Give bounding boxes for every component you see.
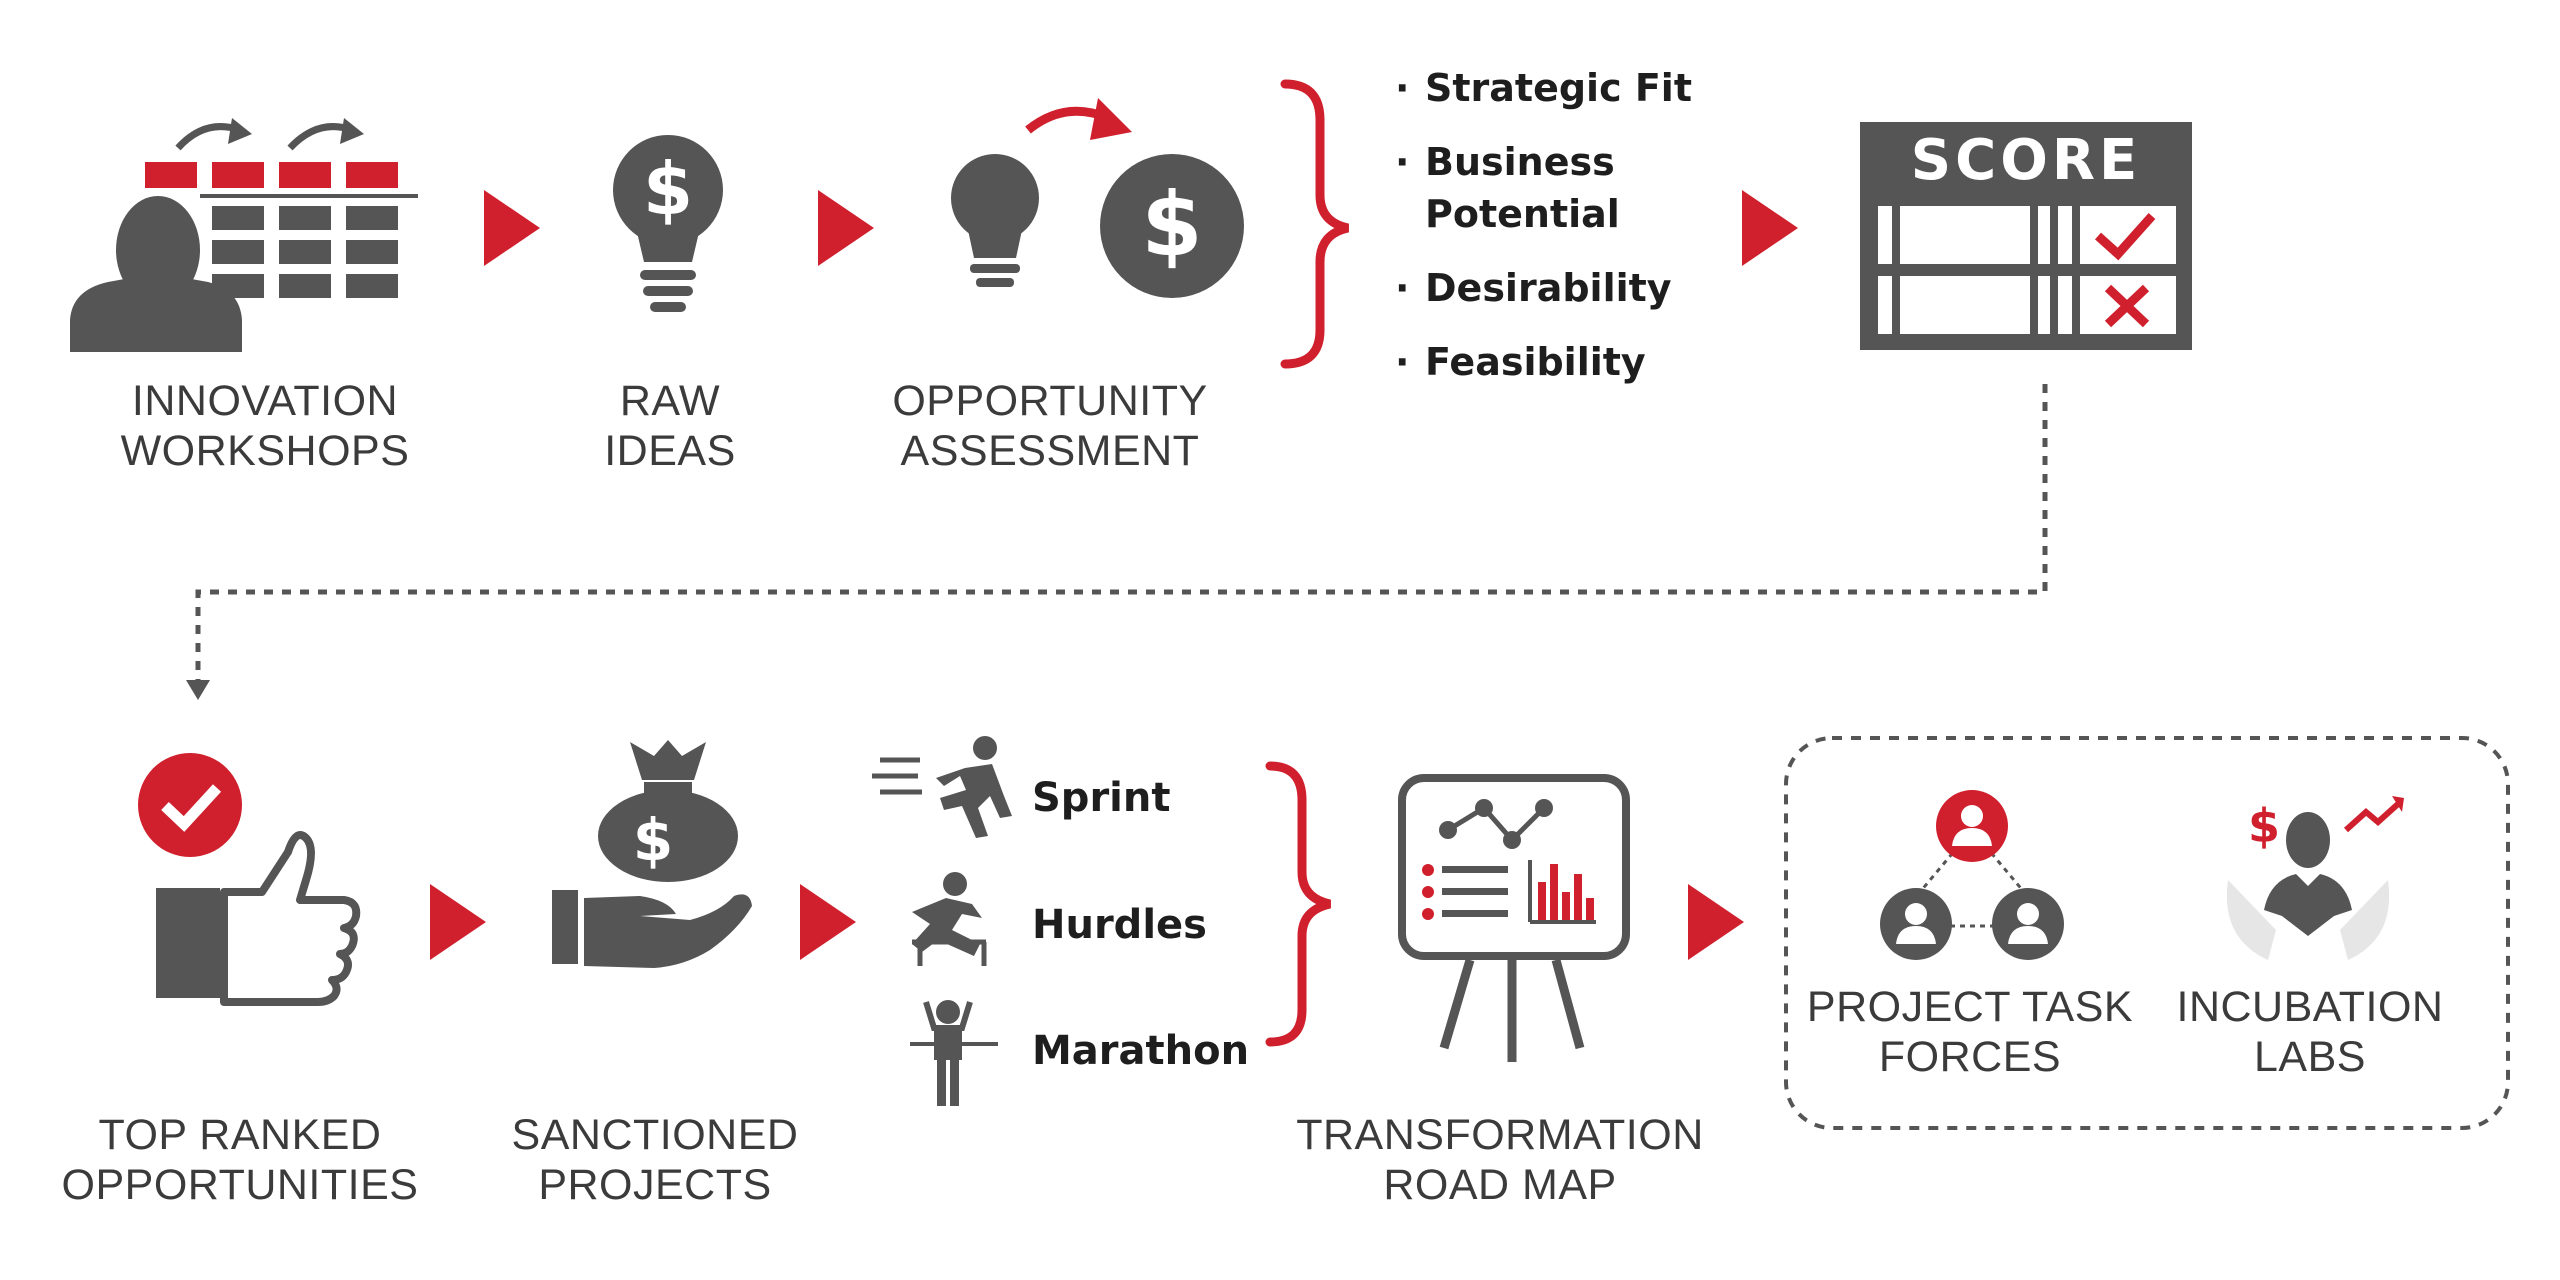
- check-mark-icon: [2094, 212, 2156, 261]
- flow-arrow-1: [484, 190, 540, 266]
- task-force-network-icon: [1880, 790, 2064, 960]
- marathon-finisher-icon: [910, 1000, 998, 1106]
- project-type-sprint: Sprint: [1032, 775, 1171, 821]
- flow-arrow-3: [1742, 190, 1798, 266]
- criteria-item-feasibility: ·Feasibility: [1395, 340, 1646, 384]
- workshop-person-icon: [70, 118, 418, 352]
- thumbs-up-check-icon: [138, 753, 361, 1006]
- flow-arrow-4: [430, 884, 486, 960]
- hurdler-icon: [912, 872, 987, 966]
- criteria-brace: [1280, 79, 1350, 369]
- score-card-icon: [1860, 122, 2192, 350]
- incubation-dollar-sign: $: [2248, 799, 2280, 853]
- money-bag-hand-icon: $: [552, 740, 752, 968]
- cross-mark-icon: [2104, 284, 2150, 328]
- flow-arrow-6: [1688, 884, 1744, 960]
- criteria-item-business-potential: ·Business: [1395, 140, 1615, 184]
- bag-dollar-sign: $: [633, 806, 673, 874]
- outcomes-dashed-box: [1784, 736, 2510, 1130]
- sprinter-icon: [872, 736, 1012, 838]
- flow-arrow-2: [818, 190, 874, 266]
- coin-dollar-sign: $: [1141, 173, 1202, 276]
- criteria-item-business-potential-cont: Potential: [1425, 192, 1620, 236]
- project-types-brace: [1265, 761, 1332, 1047]
- idea-bulb-dollar-icon: $: [613, 135, 723, 312]
- criteria-item-desirability: ·Desirability: [1395, 266, 1672, 310]
- criteria-item-strategic-fit: ·Strategic Fit: [1395, 66, 1692, 110]
- incubation-hatch-icon: $: [2226, 796, 2404, 960]
- connector-arrowhead: [186, 680, 210, 700]
- easel-roadmap-icon: [1398, 774, 1630, 1062]
- flow-arrow-5: [800, 884, 856, 960]
- bulb-to-dollar-icon: $: [951, 98, 1244, 298]
- bulb-dollar-sign: $: [643, 147, 693, 231]
- project-type-hurdles: Hurdles: [1032, 902, 1207, 948]
- project-type-marathon: Marathon: [1032, 1028, 1250, 1074]
- score-card-title: SCORE: [1910, 128, 2142, 193]
